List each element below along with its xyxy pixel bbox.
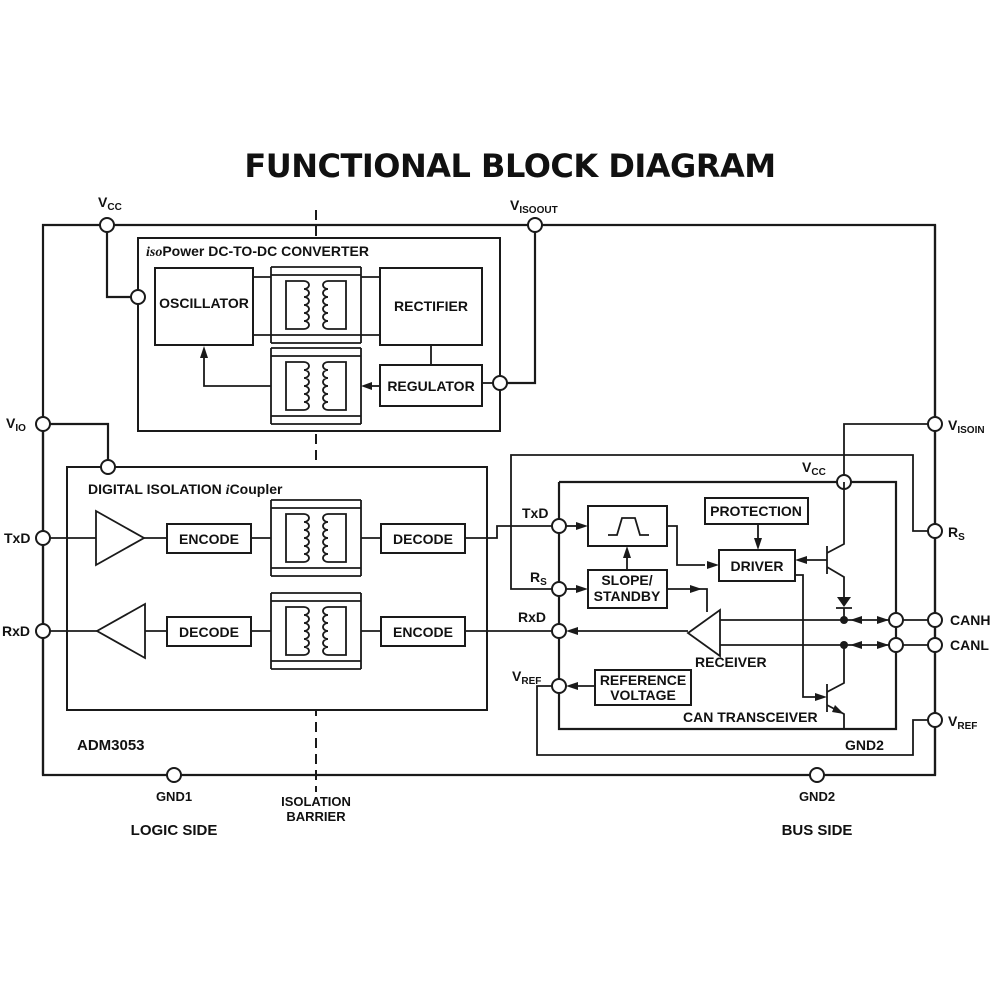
gnd2-pin[interactable]: [809, 767, 825, 783]
tx-encode-label: ENCODE: [179, 531, 239, 547]
oscillator-block: [154, 267, 254, 346]
rx-decode-label: DECODE: [179, 624, 239, 640]
isopower-title: isoPower DC-TO-DC CONVERTER: [146, 243, 369, 260]
driver-block: [718, 549, 796, 582]
slope-label-1: SLOPE/: [601, 572, 652, 588]
arrow-icon: [566, 627, 578, 635]
rs-pin[interactable]: [927, 523, 943, 539]
canh-pin[interactable]: [927, 612, 943, 628]
transceiver-vref-label: VREF: [512, 668, 541, 687]
rx-encode-label: ENCODE: [393, 624, 453, 640]
pulse-waveform-icon: [608, 517, 649, 536]
rxd-pin-label: RxD: [2, 623, 30, 639]
diagram-title: FUNCTIONAL BLOCK DIAGRAM: [244, 147, 775, 185]
rectifier-label: RECTIFIER: [394, 298, 468, 314]
protection-block: [704, 497, 809, 525]
canl-pin-label: CANL: [950, 637, 989, 653]
arrow-icon: [877, 641, 889, 649]
vcc-pin[interactable]: [99, 217, 115, 233]
arrow-icon: [850, 641, 862, 649]
arrow-icon: [815, 693, 827, 701]
gnd1-pin[interactable]: [166, 767, 182, 783]
arrow-icon: [690, 585, 702, 593]
arrow-icon: [877, 616, 889, 624]
arrow-icon: [576, 522, 588, 530]
isolation-barrier-label-1: ISOLATION: [281, 794, 351, 809]
bus-side-label: BUS SIDE: [782, 822, 853, 839]
txd-pin[interactable]: [35, 530, 51, 546]
diode-icon: [837, 597, 851, 607]
transceiver-rxd-label: RxD: [518, 609, 546, 625]
arrow-icon: [623, 546, 631, 558]
arrow-icon: [707, 561, 719, 569]
receiver-label: RECEIVER: [695, 654, 767, 670]
isolation-barrier-label-2: BARRIER: [286, 809, 346, 824]
oscillator-label: OSCILLATOR: [159, 295, 249, 311]
internal-gnd2-label: GND2: [845, 737, 884, 753]
can-transceiver-block: [557, 480, 898, 731]
arrow-icon: [576, 585, 588, 593]
visoout-pin[interactable]: [527, 217, 543, 233]
refvolt-label-2: VOLTAGE: [610, 687, 676, 703]
refvolt-label-1: REFERENCE: [600, 672, 686, 688]
rs-pin-label: RS: [948, 524, 965, 543]
vcc-pin-label: VCC: [98, 194, 122, 213]
vio-pin-label: VIO: [6, 415, 26, 434]
transceiver-rs-node: [551, 581, 567, 597]
transceiver-txd-label: TxD: [522, 505, 548, 521]
regulator-label: REGULATOR: [387, 378, 474, 394]
regulator-output-node: [492, 375, 508, 391]
arrow-icon: [795, 556, 807, 564]
internal-canh-node: [888, 612, 904, 628]
reference-voltage-block: [594, 669, 692, 706]
icoupler-title: DIGITAL ISOLATION iCoupler: [88, 481, 283, 498]
transceiver-txd-node: [551, 518, 567, 534]
transceiver-rxd-node: [551, 623, 567, 639]
slope-label-2: STANDBY: [594, 588, 661, 604]
gnd1-pin-label: GND1: [156, 789, 192, 804]
canl-pin[interactable]: [927, 637, 943, 653]
arrow-icon: [200, 346, 208, 358]
txd-pin-label: TxD: [4, 530, 30, 546]
tx-encode-block: [166, 523, 252, 554]
internal-canl-node: [888, 637, 904, 653]
rectifier-block: [379, 267, 483, 346]
visoout-pin-label: VISOOUT: [510, 197, 558, 216]
tx-buffer-icon: [95, 509, 146, 567]
receiver-icon: [686, 608, 721, 658]
icoupler-block: [66, 466, 488, 711]
transceiver-vcc-label: VCC: [802, 459, 826, 478]
arrow-icon: [566, 682, 578, 690]
visoin-pin-label: VISOIN: [948, 417, 985, 436]
protection-label: PROTECTION: [710, 503, 802, 519]
arrow-icon: [754, 538, 762, 550]
rxd-pin[interactable]: [35, 623, 51, 639]
transceiver-rs-label: RS: [530, 569, 547, 588]
vref-pin[interactable]: [927, 712, 943, 728]
transceiver-vref-node: [551, 678, 567, 694]
visoin-pin[interactable]: [927, 416, 943, 432]
driver-label: DRIVER: [731, 558, 784, 574]
vref-pin-label: VREF: [948, 713, 977, 732]
isopower-vcc-node: [130, 289, 146, 305]
logic-side-label: LOGIC SIDE: [131, 822, 218, 839]
slope-filter-block: [587, 505, 668, 547]
arrow-icon: [361, 382, 372, 390]
rx-encode-block: [380, 616, 466, 647]
vio-pin[interactable]: [35, 416, 51, 432]
device-name: ADM3053: [77, 737, 145, 754]
tx-decode-label: DECODE: [393, 531, 453, 547]
arrow-icon: [850, 616, 862, 624]
icoupler-vio-node: [100, 459, 116, 475]
canh-pin-label: CANH: [950, 612, 990, 628]
arrow-icon: [832, 705, 844, 714]
gnd2-pin-label: GND2: [799, 789, 835, 804]
can-transceiver-label: CAN TRANSCEIVER: [683, 709, 818, 725]
